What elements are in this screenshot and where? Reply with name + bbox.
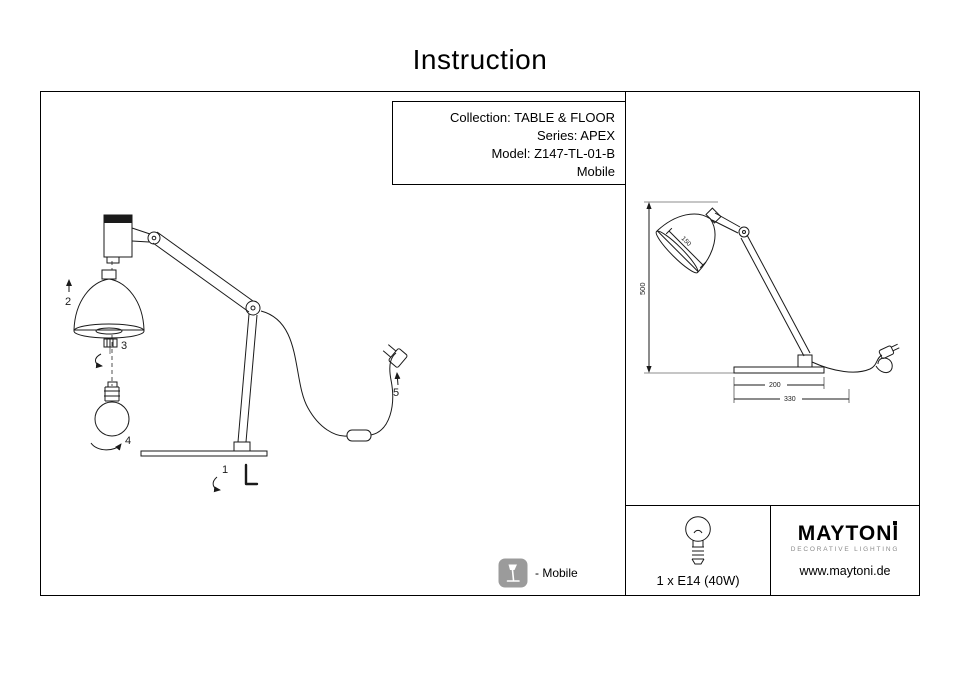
dimensions-panel: 500 150 — [626, 92, 919, 506]
callout-3-group: 3 — [95, 340, 127, 369]
callout-2: 2 — [65, 296, 71, 308]
brand-wordmark: MAYTONI — [791, 521, 900, 545]
assembled-lamp-base — [733, 366, 825, 374]
base-depth-label: 200 — [769, 382, 781, 389]
callout-4: 4 — [125, 435, 131, 447]
power-plug-drawing — [382, 344, 408, 368]
overall-depth-label: 330 — [784, 396, 796, 403]
info-collection: Collection: TABLE & FLOOR — [450, 110, 615, 125]
info-variant: Mobile — [576, 164, 615, 179]
brand-website: www.maytoni.de — [799, 564, 891, 578]
shade-drawing — [73, 269, 145, 339]
callout-1-group: 1 — [212, 464, 228, 493]
base-dimension: 200 330 — [733, 377, 850, 403]
assembled-lamp-cable — [811, 343, 900, 373]
brand-cell: MAYTONI DECORATIVE LIGHTING www.maytoni.… — [771, 506, 919, 595]
screw-part-drawing — [103, 338, 118, 354]
logo-i-dot — [893, 521, 898, 525]
assembled-lamp-shade — [655, 207, 722, 274]
mobile-lamp-icon — [498, 558, 528, 588]
dimension-drawing: 500 150 — [638, 201, 900, 403]
callout-4-group: 4 — [90, 435, 131, 451]
upper-arm-drawing — [152, 231, 261, 316]
brand-text: MAYTONI — [797, 522, 900, 545]
callout-2-group: 2 — [65, 279, 72, 308]
bulb-drawing — [94, 381, 130, 437]
assembly-panel: 2 3 — [41, 92, 626, 595]
base-plate-drawing — [140, 450, 268, 457]
callout-5: 5 — [393, 387, 399, 399]
lamp-spec-cell: 1 x E14 (40W) — [626, 506, 771, 595]
assembled-lamp-plug — [878, 343, 900, 359]
page-title: Instruction — [412, 44, 548, 75]
mobile-feature: - Mobile — [498, 558, 578, 588]
product-info-box: Collection: TABLE & FLOOR Series: APEX M… — [392, 101, 625, 185]
shade-dimension: 150 — [665, 227, 707, 269]
height-dimension: 500 — [638, 201, 736, 374]
exploded-assembly-drawing: 2 3 — [65, 214, 408, 493]
callout-3: 3 — [121, 340, 127, 352]
lamp-head-drawing — [103, 214, 161, 264]
lamp-spec: 1 x E14 (40W) — [656, 572, 740, 588]
brand-tagline: DECORATIVE LIGHTING — [790, 546, 900, 553]
info-model: Model: Z147-TL-01-B — [491, 146, 615, 161]
power-cable-drawing — [260, 310, 397, 442]
inline-switch-drawing — [346, 429, 372, 442]
content-frame: 2 3 — [40, 91, 920, 596]
lower-arm-drawing — [233, 313, 258, 452]
shade-dimension-label: 150 — [680, 235, 693, 248]
maytoni-logo: MAYTONI DECORATIVE LIGHTING — [790, 521, 900, 553]
assembled-lamp-arms — [711, 212, 813, 368]
mobile-label: - Mobile — [535, 566, 578, 580]
bulb-icon — [685, 515, 711, 564]
callout-1: 1 — [222, 464, 228, 476]
callout-5-group: 5 — [393, 372, 401, 399]
height-dimension-label: 500 — [638, 282, 647, 295]
allen-key-drawing — [244, 463, 259, 486]
info-series: Series: APEX — [536, 128, 615, 143]
